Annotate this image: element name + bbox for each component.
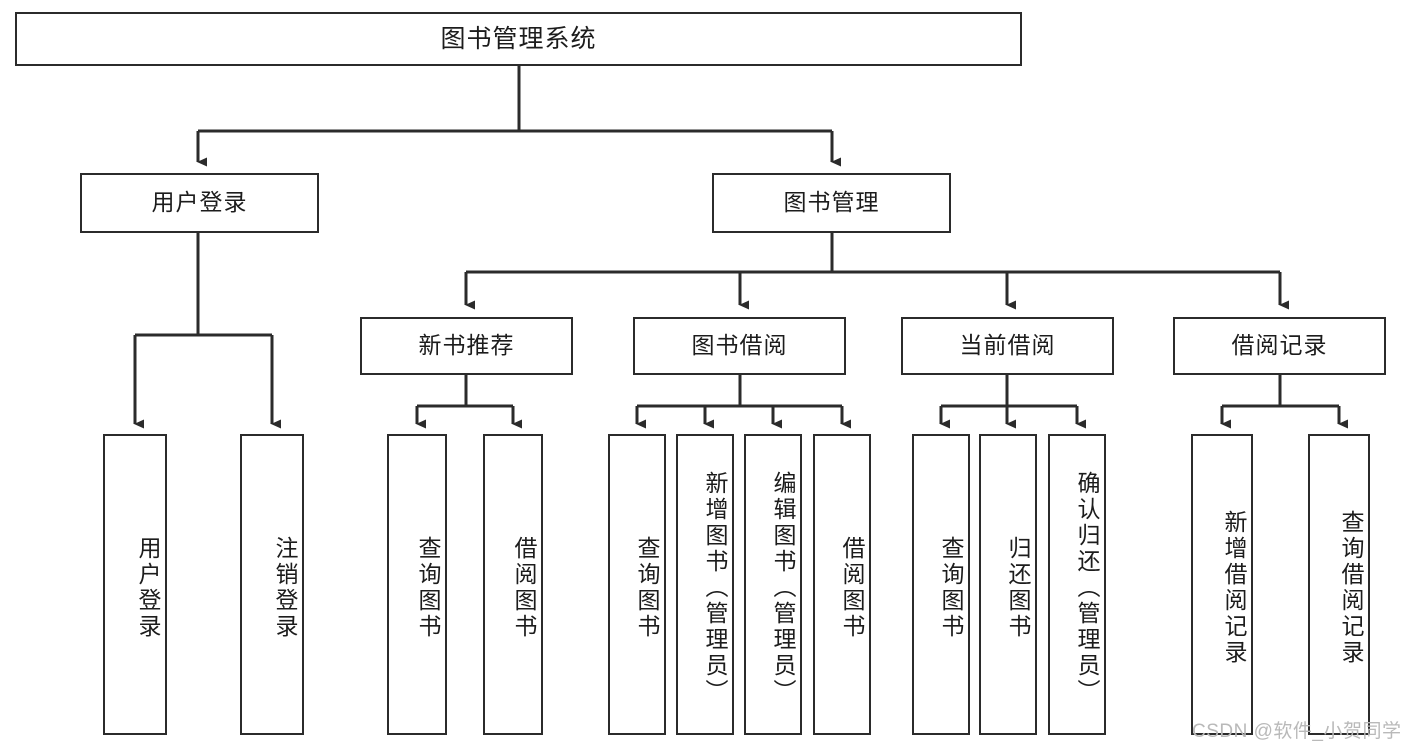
node-leaf-query-record[interactable]: 查询借阅记录 bbox=[1308, 434, 1370, 735]
node-leaf-user-logout-label: 注销登录 bbox=[272, 535, 298, 640]
node-leaf-query-book-2-label: 查询图书 bbox=[634, 535, 660, 640]
node-leaf-add-book[interactable]: 新增图书（管理员） bbox=[676, 434, 734, 735]
node-leaf-user-login[interactable]: 用户登录 bbox=[103, 434, 167, 735]
node-leaf-user-login-label: 用户登录 bbox=[135, 535, 161, 640]
node-leaf-query-book-1[interactable]: 查询图书 bbox=[387, 434, 447, 735]
node-book-borrow[interactable]: 图书借阅 bbox=[633, 317, 846, 375]
node-leaf-borrow-book-1[interactable]: 借阅图书 bbox=[483, 434, 543, 735]
node-leaf-edit-book-label: 编辑图书（管理员） bbox=[770, 470, 796, 705]
node-leaf-user-logout[interactable]: 注销登录 bbox=[240, 434, 304, 735]
node-leaf-borrow-book-2-label: 借阅图书 bbox=[839, 535, 865, 640]
node-borrow-record[interactable]: 借阅记录 bbox=[1173, 317, 1386, 375]
node-leaf-add-record[interactable]: 新增借阅记录 bbox=[1191, 434, 1253, 735]
csdn-watermark: CSDN @软件_小贺同学 bbox=[1192, 721, 1402, 742]
node-leaf-confirm-return[interactable]: 确认归还（管理员） bbox=[1048, 434, 1106, 735]
node-root[interactable]: 图书管理系统 bbox=[15, 12, 1022, 66]
node-leaf-query-book-3[interactable]: 查询图书 bbox=[912, 434, 970, 735]
node-leaf-edit-book[interactable]: 编辑图书（管理员） bbox=[744, 434, 802, 735]
node-leaf-borrow-book-2[interactable]: 借阅图书 bbox=[813, 434, 871, 735]
node-leaf-confirm-return-label: 确认归还（管理员） bbox=[1074, 470, 1100, 705]
node-leaf-add-book-label: 新增图书（管理员） bbox=[702, 470, 728, 705]
node-leaf-borrow-book-1-label: 借阅图书 bbox=[511, 535, 537, 640]
node-leaf-return-book[interactable]: 归还图书 bbox=[979, 434, 1037, 735]
node-leaf-return-book-label: 归还图书 bbox=[1005, 535, 1031, 640]
node-book-management[interactable]: 图书管理 bbox=[712, 173, 951, 233]
node-current-borrow[interactable]: 当前借阅 bbox=[901, 317, 1114, 375]
node-new-book-recommend[interactable]: 新书推荐 bbox=[360, 317, 573, 375]
node-leaf-query-book-1-label: 查询图书 bbox=[415, 535, 441, 640]
node-leaf-query-book-3-label: 查询图书 bbox=[938, 535, 964, 640]
node-user-login[interactable]: 用户登录 bbox=[80, 173, 319, 233]
node-leaf-query-book-2[interactable]: 查询图书 bbox=[608, 434, 666, 735]
node-leaf-add-record-label: 新增借阅记录 bbox=[1221, 509, 1247, 666]
node-leaf-query-record-label: 查询借阅记录 bbox=[1338, 509, 1364, 666]
